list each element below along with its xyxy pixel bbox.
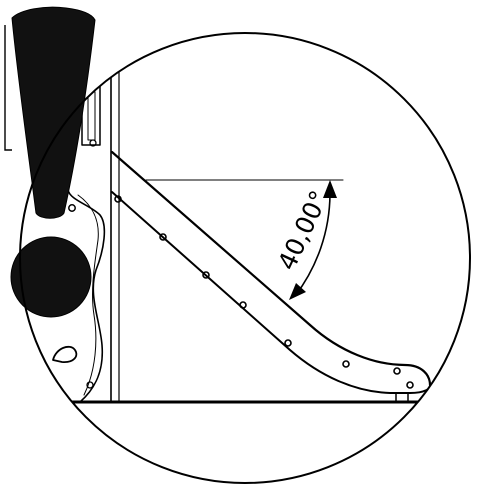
support-foot xyxy=(395,392,409,403)
inclined-chute-bottom-edge xyxy=(111,191,411,394)
rivet xyxy=(406,381,414,389)
upper-bracket-inner xyxy=(87,91,96,141)
side-bolt-lower xyxy=(86,381,94,389)
rivet xyxy=(202,271,210,279)
inclined-chute-top-edge xyxy=(110,150,432,387)
exclamation-warning-icon xyxy=(10,6,96,318)
detail-magnifier-circle xyxy=(19,32,471,484)
rivet xyxy=(159,233,167,241)
arrowhead-top xyxy=(323,180,337,198)
side-body-contour-inner xyxy=(77,194,99,396)
detail-view xyxy=(20,33,470,404)
angle-dimension-arc xyxy=(294,193,331,297)
rivet xyxy=(284,339,292,347)
angle-label: 40,00° xyxy=(272,186,334,274)
rivet xyxy=(239,301,247,309)
side-body-contour xyxy=(67,33,106,403)
arrowhead-bottom xyxy=(289,283,306,300)
handle-opening xyxy=(52,346,78,363)
rivet xyxy=(393,367,401,375)
background-frame-line xyxy=(4,25,12,151)
chute-rivets xyxy=(114,195,414,389)
bracket-bolt xyxy=(89,139,97,147)
rivet xyxy=(114,195,122,203)
side-bolt-upper xyxy=(68,204,76,212)
rivet xyxy=(342,360,350,368)
